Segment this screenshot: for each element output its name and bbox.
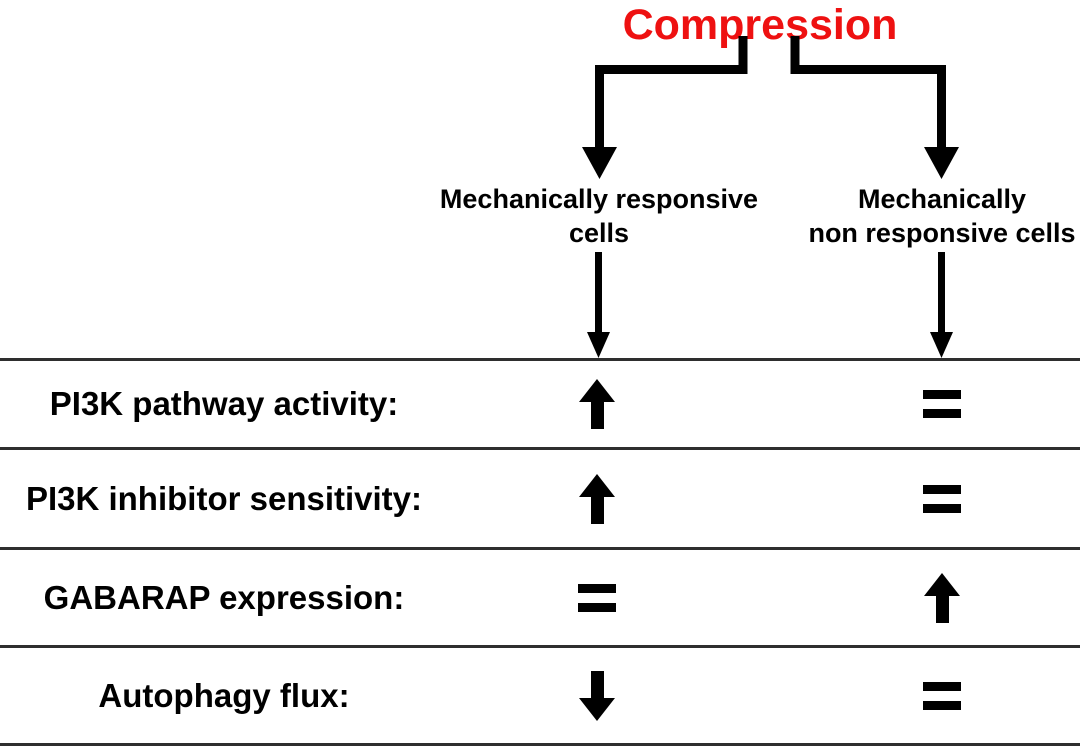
right-branch-label: Mechanically non responsive cells: [808, 182, 1075, 250]
left-elbow-connector: [595, 36, 748, 150]
left-branch-label-line2: cells: [568, 218, 630, 248]
up-arrow-icon: [924, 572, 960, 623]
table-row: GABARAP expression:: [0, 550, 1080, 648]
right-branch-arrowhead-icon: [930, 332, 953, 358]
table-row: PI3K inhibitor sensitivity:: [0, 450, 1080, 550]
equals-icon: [923, 681, 961, 710]
non-responsive-cell: [924, 572, 960, 623]
table-row: PI3K pathway activity:: [0, 361, 1080, 450]
responsive-cell: [579, 670, 615, 721]
responsive-cell: [579, 473, 615, 524]
right-elbow-connector: [790, 36, 946, 150]
left-branch-label-line1: Mechanically responsive: [439, 184, 759, 214]
equals-icon: [578, 583, 616, 612]
non-responsive-cell: [923, 484, 961, 513]
right-elbow-arrowhead-icon: [924, 147, 959, 179]
row-label: GABARAP expression:: [43, 578, 405, 616]
right-branch-label-line2: non responsive cells: [808, 218, 1076, 248]
down-arrow-icon: [579, 670, 615, 721]
left-branch-label: Mechanically responsive cells: [440, 182, 758, 250]
results-table: PI3K pathway activity: PI3K inhibitor se…: [0, 358, 1080, 746]
row-label: PI3K inhibitor sensitivity:: [25, 479, 423, 517]
up-arrow-icon: [579, 379, 615, 429]
left-elbow-arrowhead-icon: [582, 147, 617, 179]
non-responsive-cell: [923, 681, 961, 710]
non-responsive-cell: [923, 390, 961, 418]
responsive-cell: [578, 583, 616, 612]
row-label: Autophagy flux:: [98, 676, 350, 714]
equals-icon: [923, 390, 961, 418]
up-arrow-icon: [579, 473, 615, 524]
figure-title: Compression: [622, 1, 898, 49]
right-branch-label-line1: Mechanically: [857, 184, 1027, 214]
left-branch-arrowhead-icon: [587, 332, 610, 358]
table-row: Autophagy flux:: [0, 648, 1080, 746]
equals-icon: [923, 484, 961, 513]
responsive-cell: [579, 379, 615, 429]
row-label: PI3K pathway activity:: [49, 385, 399, 422]
